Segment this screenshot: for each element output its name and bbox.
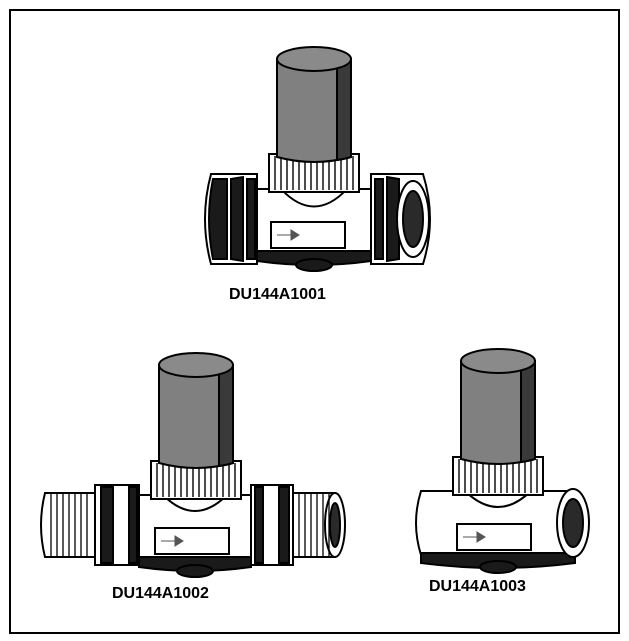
valve-du144a1001: [204, 46, 431, 272]
product-code-label: DU144A1002: [112, 585, 209, 602]
product-code-label: DU144A1003: [429, 578, 526, 595]
flow-arrow-icon: [277, 229, 300, 241]
valve-du144a1003: [415, 348, 590, 574]
product-code-label: DU144A1001: [229, 286, 326, 303]
valve-du144a1002: [40, 352, 346, 578]
flow-arrow-icon: [463, 531, 486, 543]
figure-frame: DU144A1001 DU144A1002 DU144A1003: [9, 9, 620, 634]
flow-arrow-icon: [161, 535, 184, 547]
